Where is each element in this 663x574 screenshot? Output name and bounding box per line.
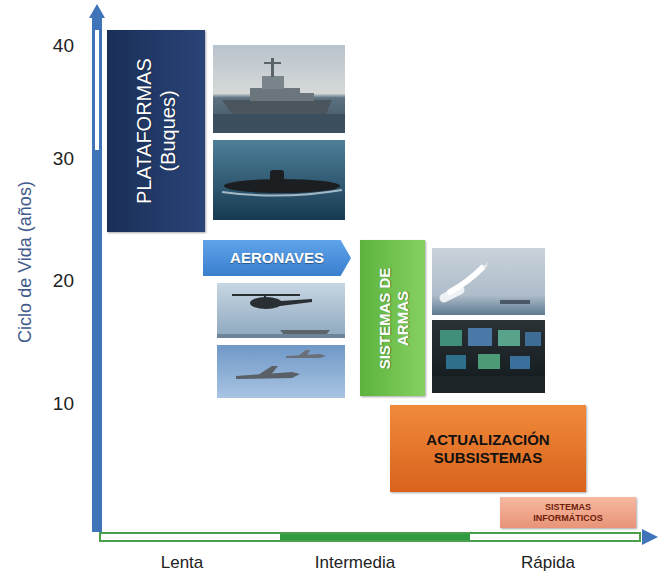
control-room-photo (432, 320, 545, 393)
axis-category: Rápida (521, 554, 575, 571)
axis-category: Intermedia (315, 554, 395, 571)
tick-label: 20 (53, 271, 74, 290)
missile-photo (432, 248, 545, 315)
platform-bar: PLATAFORMAS (Buques) (107, 30, 205, 232)
tick-label: 40 (53, 36, 74, 55)
it-systems-bar: SISTEMAS INFORMÁTICOS (500, 497, 636, 528)
axis-category: Lenta (161, 554, 204, 571)
helicopter-photo (217, 283, 345, 338)
jets-photo (217, 345, 345, 398)
axis-title: Ciclo de Vida (años) (16, 181, 34, 343)
bar-label: ACTUALIZACIÓN SUBSISTEMAS (398, 431, 578, 467)
subsystems-bar: ACTUALIZACIÓN SUBSISTEMAS (390, 405, 586, 492)
x-axis (100, 529, 658, 545)
bar-label: SISTEMAS INFORMÁTICOS (528, 502, 608, 524)
submarine-photo (213, 140, 345, 220)
frigate-photo (213, 45, 345, 133)
bar-label: SISTEMAS DE ARMAS (375, 246, 411, 390)
bar-label: PLATAFORMAS (Buques) (132, 38, 180, 224)
tick-label: 30 (53, 149, 74, 168)
y-axis (89, 4, 105, 532)
aircraft-bar: AERONAVES (203, 240, 351, 276)
tick-label: 10 (53, 394, 74, 413)
bar-label: AERONAVES (230, 249, 324, 267)
weapons-bar: SISTEMAS DE ARMAS (360, 240, 425, 396)
